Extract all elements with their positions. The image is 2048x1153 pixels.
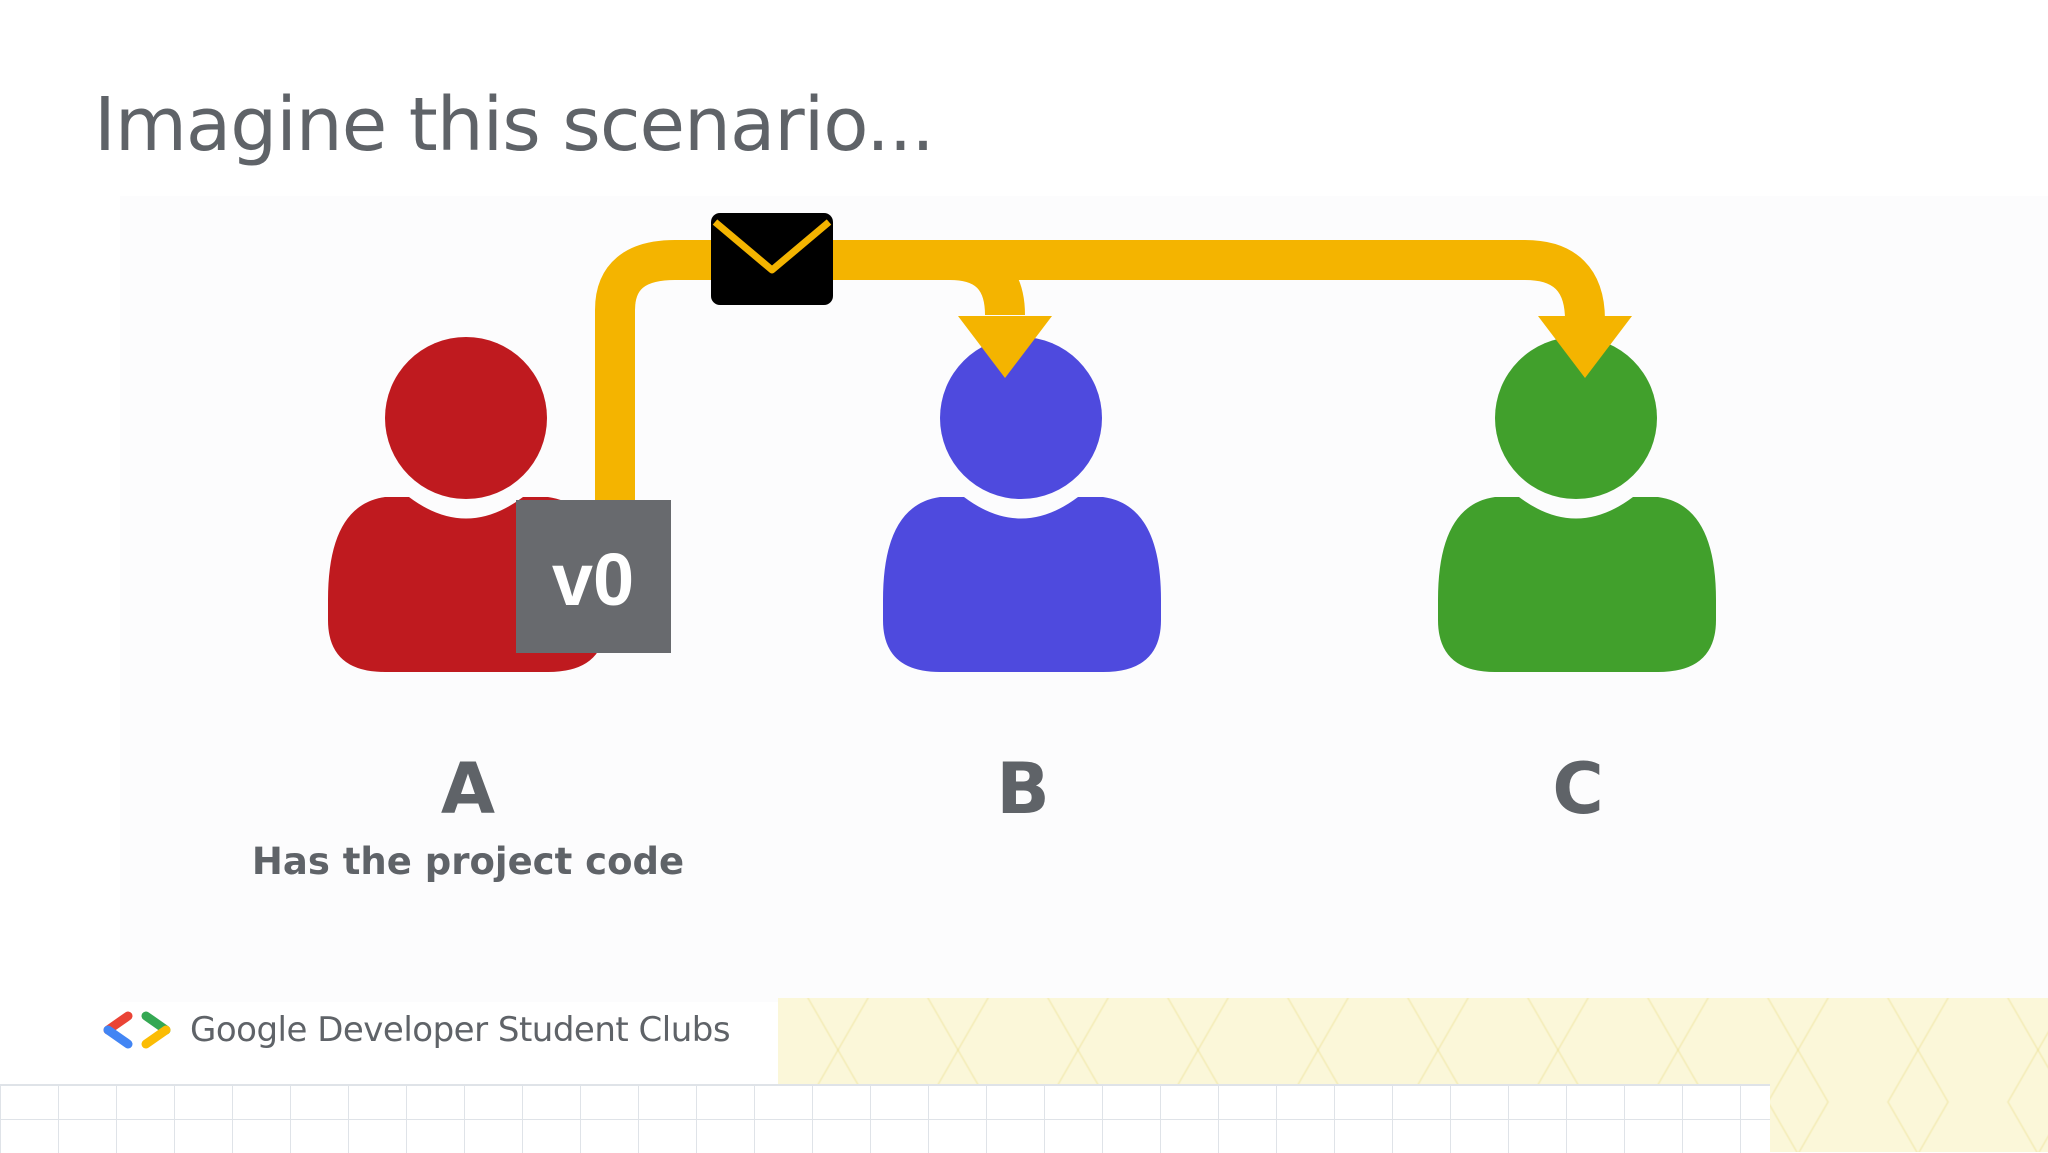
gdsc-logo-icon [103,1011,171,1049]
person-a-head [385,337,547,499]
version-badge-label: v0 [552,538,634,621]
envelope-icon [711,213,833,305]
person-b-label: B [996,748,1050,830]
person-a-caption: Has the project code [251,840,685,883]
arrowhead-to-c [1538,316,1632,378]
person-c-label: C [1552,748,1604,830]
arrowhead-to-b [958,316,1052,378]
person-b-head [940,337,1102,499]
arrow-branch-b [900,240,1025,316]
slide-title: Imagine this scenario... [94,82,935,168]
arrow-main-line [595,240,1605,508]
person-c-icon [1438,337,1716,672]
person-b-icon [883,337,1161,672]
person-a-label: A [440,748,496,830]
footer-grid [0,1084,1770,1153]
gdsc-brand: Google Developer Student Clubs [100,1002,731,1058]
person-c-body [1438,497,1716,672]
brand-name: Google Developer Student Clubs [190,1010,731,1050]
version-badge: v0 [516,500,671,653]
person-c-head [1495,337,1657,499]
send-arrows [595,240,1632,508]
person-b-body [883,497,1161,672]
